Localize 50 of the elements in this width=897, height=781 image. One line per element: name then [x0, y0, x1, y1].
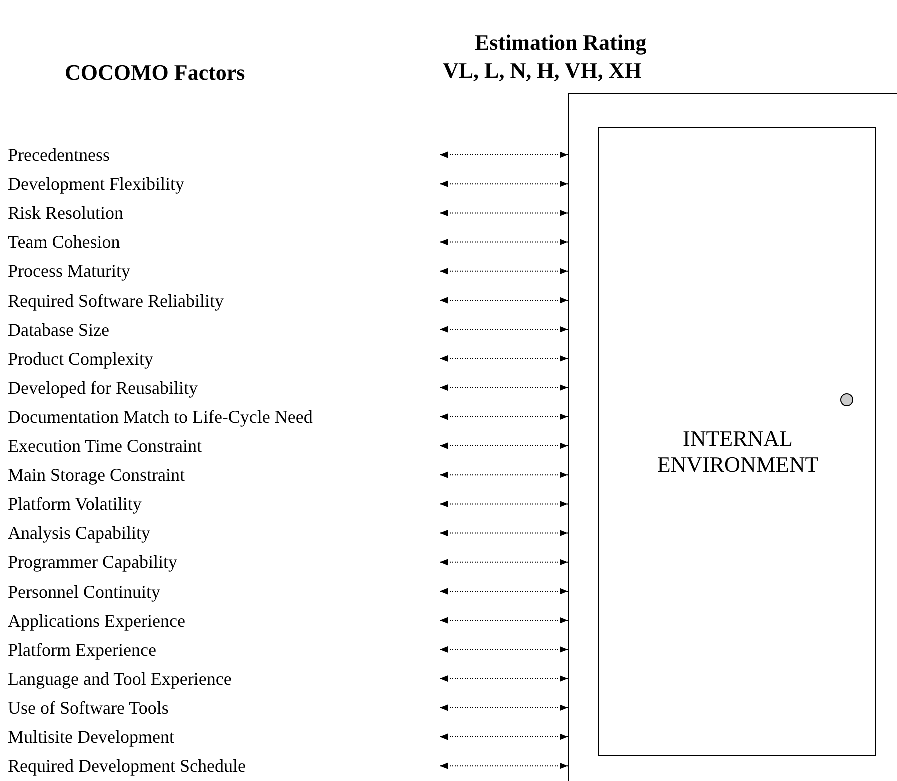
double-arrow [440, 762, 568, 770]
factor-label: Risk Resolution [8, 202, 440, 224]
factor-label: Personnel Continuity [8, 580, 440, 602]
double-arrow [440, 530, 568, 536]
double-arrow [440, 588, 568, 595]
factor-label: Process Maturity [8, 260, 440, 282]
door-panel [598, 127, 876, 756]
factor-label: Use of Software Tools [8, 696, 440, 719]
factor-label: Developed for Reusability [8, 376, 440, 399]
double-arrow [440, 617, 568, 624]
factor-label: Platform Volatility [8, 493, 440, 516]
double-arrow [440, 210, 568, 216]
factor-label: Database Size [8, 318, 440, 341]
factor-label: Main Storage Constraint [8, 464, 440, 486]
double-arrow [440, 356, 568, 362]
column-heading: VL, L, N, H, VH, XH [443, 58, 642, 84]
factor-label: Programmer Capability [8, 551, 440, 574]
double-arrow [440, 180, 568, 188]
factor-label: Documentation Match to Life-Cycle Need [8, 406, 440, 428]
double-arrow [440, 414, 568, 420]
double-arrow [440, 704, 568, 712]
factor-label: Development Flexibility [8, 173, 440, 196]
factor-label: Product Complexity [8, 348, 440, 370]
factor-label: Analysis Capability [8, 522, 440, 544]
double-arrow [440, 297, 568, 304]
factor-label: Execution Time Constraint [8, 435, 440, 457]
factor-label: Multisite Development [8, 726, 440, 748]
double-arrow [440, 472, 568, 478]
factor-label: Team Cohesion [8, 231, 440, 254]
double-arrow [440, 559, 568, 566]
column-heading: COCOMO Factors [65, 60, 246, 86]
factor-label: Required Software Reliability [8, 290, 440, 312]
column-heading: Estimation Rating [475, 30, 647, 56]
factor-label: Language and Tool Experience [8, 668, 440, 690]
double-arrow [440, 501, 568, 508]
double-arrow [440, 384, 568, 391]
door-frame [568, 93, 897, 781]
factor-label: Precedentness [8, 144, 440, 166]
double-arrow [440, 676, 568, 682]
double-arrow [440, 326, 568, 333]
double-arrow [440, 268, 568, 275]
factor-label: Required Development Schedule [8, 755, 440, 778]
double-arrow [440, 442, 568, 450]
double-arrow [440, 152, 568, 158]
double-arrow [440, 646, 568, 653]
double-arrow [440, 734, 568, 740]
door-label: INTERNAL ENVIRONMENT [656, 426, 820, 478]
factor-label: Platform Experience [8, 638, 440, 661]
double-arrow [440, 239, 568, 246]
factor-label: Applications Experience [8, 610, 440, 632]
